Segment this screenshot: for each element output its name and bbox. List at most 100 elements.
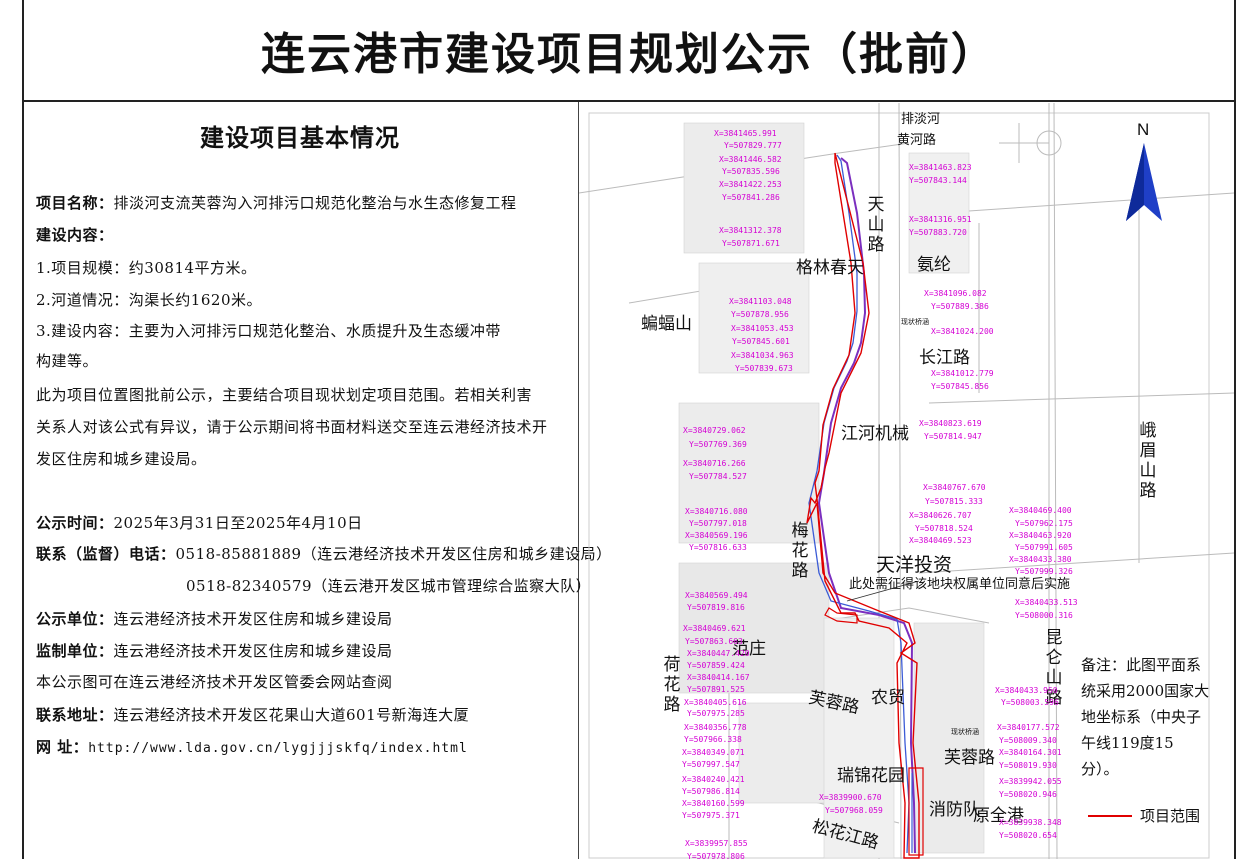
coordinate-label: Y=507871.671 <box>722 239 780 248</box>
coordinate-label: Y=507845.856 <box>931 382 989 391</box>
label-hehualu: 荷花路 <box>663 655 681 715</box>
content-label: 建设内容： <box>36 226 114 244</box>
coordinate-label: X=3840160.599 <box>682 799 745 808</box>
contact-row: 联系（监督）电话：0518-85881889（连云港经济技术开发区住房和城乡建设… <box>36 545 612 563</box>
coordinate-label: Y=507841.286 <box>722 193 780 202</box>
coordinate-label: X=3840823.619 <box>919 419 982 428</box>
coordinate-label: X=3841446.582 <box>719 155 782 164</box>
para-1: 此为项目位置图批前公示，主要结合项目现状划定项目范围。若相关利害 <box>36 386 533 404</box>
coordinate-label: Y=507962.175 <box>1015 519 1073 528</box>
coordinate-label: Y=507968.059 <box>825 806 883 815</box>
coordinate-label: X=3841422.253 <box>719 180 782 189</box>
label-kunlunshanlu: 昆仑山路 <box>1045 628 1063 708</box>
coordinate-label: Y=507975.285 <box>687 709 745 718</box>
coordinate-label: X=3839938.348 <box>999 818 1062 827</box>
coordinate-label: Y=507859.424 <box>687 661 745 670</box>
label-nongmao: 农贸 <box>871 688 905 708</box>
coordinate-label: X=3840469.621 <box>683 624 746 633</box>
coordinate-label: Y=508009.340 <box>999 736 1057 745</box>
coordinate-label: X=3841012.779 <box>931 369 994 378</box>
coordinate-label: Y=508003.596 <box>1001 698 1059 707</box>
coordinate-label: X=3840177.572 <box>997 723 1060 732</box>
time-row: 公示时间：2025年3月31日至2025年4月10日 <box>36 514 363 532</box>
contact-2: 0518-82340579（连云港开发区城市管理综合监察大队） <box>186 577 592 595</box>
coordinate-label: X=3841034.963 <box>731 351 794 360</box>
supervisor: 连云港经济技术开发区住房和城乡建设局 <box>113 642 393 660</box>
coordinate-label: Y=508020.946 <box>999 790 1057 799</box>
coordinate-label: Y=507978.806 <box>687 852 745 859</box>
title-bar: 连云港市建设项目规划公示（批前） <box>22 0 1236 102</box>
coordinate-label: Y=507797.018 <box>689 519 747 528</box>
label-paitanhe: 排淡河 <box>901 112 941 127</box>
coordinate-label: X=3840463.920 <box>1009 531 1072 540</box>
coordinate-label: Y=507818.524 <box>915 524 973 533</box>
coordinate-label: X=3840349.071 <box>682 748 745 757</box>
coordinate-label: Y=507819.816 <box>687 603 745 612</box>
map-note: 备注：此图平面系统采用2000国家大地坐标系（中央子午线119度15分）。 <box>1081 656 1210 778</box>
coordinate-label: X=3841103.048 <box>729 297 792 306</box>
coordinate-label: Y=507986.814 <box>682 787 740 796</box>
coordinate-label: X=3841096.082 <box>924 289 987 298</box>
label-changjianglu: 长江路 <box>919 348 970 368</box>
website-note: 本公示图可在连云港经济技术开发区管委会网站查阅 <box>36 673 393 691</box>
coordinate-label: X=3841463.823 <box>909 163 972 172</box>
coordinate-label: X=3840433.513 <box>1015 598 1078 607</box>
label-gelinchuntian: 格林春天 <box>796 258 864 278</box>
coordinate-label: X=3841465.991 <box>714 129 777 138</box>
coordinate-label: Y=507999.326 <box>1015 567 1073 576</box>
coordinate-label: X=3840240.421 <box>682 775 745 784</box>
coordinate-label: X=3840405.616 <box>684 698 747 707</box>
coordinate-label: X=3840626.707 <box>909 511 972 520</box>
coordinate-label: Y=507829.777 <box>724 141 782 150</box>
label-anlun: 氨纶 <box>917 255 951 275</box>
coordinate-label: X=3840447.420 <box>687 649 750 658</box>
label-furonglu-2: 芙蓉路 <box>944 748 995 768</box>
coordinate-label: X=3840569.196 <box>685 531 748 540</box>
coordinate-label: Y=507814.947 <box>924 432 982 441</box>
legend-swatch <box>1088 814 1132 817</box>
label-emeishanlu: 峨眉山路 <box>1139 421 1157 501</box>
coordinate-label: X=3840716.080 <box>685 507 748 516</box>
coordinate-label: Y=507878.956 <box>731 310 789 319</box>
label-meihualu: 梅花路 <box>791 521 809 581</box>
coordinate-label: X=3841312.378 <box>719 226 782 235</box>
coordinate-label: X=3841316.951 <box>909 215 972 224</box>
north-arrow-icon <box>1126 143 1162 221</box>
para-3: 发区住房和城乡建设局。 <box>36 450 207 468</box>
coordinate-label: Y=507769.369 <box>689 440 747 449</box>
north-label: N <box>1137 120 1150 139</box>
coordinate-label: X=3840414.167 <box>687 673 750 682</box>
label-tianyangtouzi: 天洋投资 <box>876 554 953 576</box>
project-name: 排淡河支流芙蓉沟入河排污口规范化整治与水生态修复工程 <box>113 194 517 212</box>
coordinate-label: X=3840356.778 <box>684 723 747 732</box>
coordinate-label: Y=507991.605 <box>1015 543 1073 552</box>
coordinate-label: Y=507889.386 <box>931 302 989 311</box>
coordinate-label: Y=508020.654 <box>999 831 1057 840</box>
label-yuanquangang: 原全港 <box>973 806 1024 826</box>
coordinate-label: Y=508019.930 <box>999 761 1057 770</box>
url-row: 网 址：http://www.lda.gov.cn/lygjjjskfq/ind… <box>36 738 468 756</box>
label-jianghejixie: 江河机械 <box>841 424 909 444</box>
item-content: 3.建设内容：主要为入河排污口规范化整治、水质提升及生态缓冲带 <box>36 322 501 340</box>
para-2: 关系人对该公式有异议，请于公示期间将书面材料送交至连云港经济技术开 <box>36 418 548 436</box>
project-name-row: 项目名称：排淡河支流芙蓉沟入河排污口规范化整治与水生态修复工程 <box>36 194 517 212</box>
coordinate-label: X=3840164.301 <box>999 748 1062 757</box>
coordinate-label: Y=507883.720 <box>909 228 967 237</box>
url-link[interactable]: http://www.lda.gov.cn/lygjjjskfq/index.h… <box>88 741 468 756</box>
page-title: 连云港市建设项目规划公示（批前） <box>261 29 997 80</box>
coordinate-label: Y=507815.333 <box>925 497 983 506</box>
item-content-cont: 构建等。 <box>36 352 99 370</box>
location-map: N 排淡河 黄河路 天山路 格林春天 氨纶 蝙蝠山 长江路 江河机械 峨眉山路 … <box>579 103 1234 859</box>
coordinate-label: X=3840716.266 <box>683 459 746 468</box>
page-frame <box>22 0 1236 859</box>
publisher-row: 公示单位：连云港经济技术开发区住房和城乡建设局 <box>36 610 393 628</box>
map-base <box>579 103 1234 859</box>
coordinate-label: Y=507863.663 <box>685 637 743 646</box>
label-xiaofangdui: 消防队 <box>929 800 980 820</box>
info-panel: 建设项目基本情况 项目名称：排淡河支流芙蓉沟入河排污口规范化整治与水生态修复工程… <box>24 104 611 859</box>
publisher: 连云港经济技术开发区住房和城乡建设局 <box>113 610 393 628</box>
coordinate-label: X=3840767.670 <box>923 483 986 492</box>
address-row: 联系地址：连云港经济技术开发区花果山大道601号新海连大厦 <box>36 706 470 724</box>
label-bianfushan: 蝙蝠山 <box>641 314 692 334</box>
supervisor-row: 监制单位：连云港经济技术开发区住房和城乡建设局 <box>36 642 393 660</box>
